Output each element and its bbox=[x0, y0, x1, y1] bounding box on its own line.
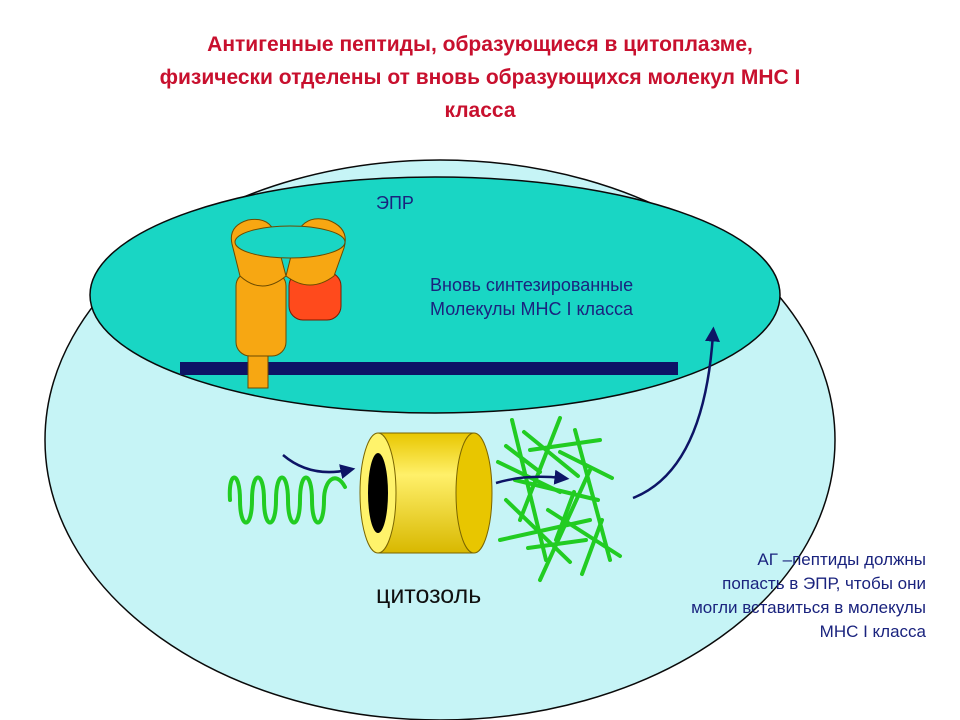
page-title: Антигенные пептиды, образующиеся в цитоп… bbox=[40, 28, 920, 127]
arrow-through-peptides bbox=[495, 469, 570, 485]
peptide-note-line-1: АГ –пептиды должны bbox=[757, 550, 926, 569]
er-label: ЭПР bbox=[376, 193, 414, 213]
peptide-fragments-icon bbox=[496, 416, 622, 582]
arrow-to-proteasome bbox=[282, 454, 356, 479]
new-mhc-label-line-2: Молекулы МНС I класса bbox=[430, 299, 634, 319]
peptide-note-line-3: могли вставиться в молекулы bbox=[691, 598, 926, 617]
title-line-1: Антигенные пептиды, образующиеся в цитоп… bbox=[207, 33, 753, 56]
er-membrane bbox=[180, 362, 678, 375]
title-line-3: класса bbox=[444, 99, 516, 122]
peptide-note-line-4: МНС I класса bbox=[819, 622, 926, 641]
title-line-2: физически отделены от вновь образующихся… bbox=[159, 66, 801, 89]
peptide-note-line-2: попасть в ЭПР, чтобы они bbox=[722, 574, 926, 593]
arrow-to-er bbox=[632, 326, 720, 500]
cytosol-label: цитозоль bbox=[376, 581, 482, 609]
proteasome-cylinder-icon bbox=[359, 432, 493, 554]
unfolded-protein-icon bbox=[227, 475, 347, 525]
new-mhc-label: Вновь синтезированные Молекулы МНС I кла… bbox=[430, 273, 633, 321]
mhc-class-i-molecule-icon bbox=[230, 218, 346, 389]
new-mhc-label-line-1: Вновь синтезированные bbox=[430, 275, 634, 295]
peptide-note: АГ –пептиды должны попасть в ЭПР, чтобы … bbox=[691, 548, 926, 644]
